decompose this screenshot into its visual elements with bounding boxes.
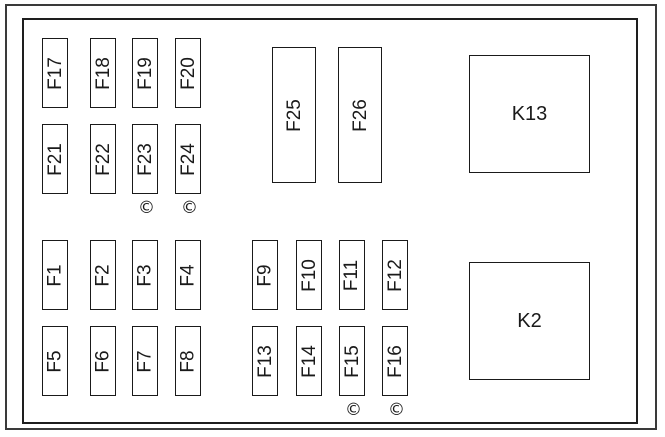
fuse-label: F26 [349, 98, 371, 132]
fuse-f23: F23 [132, 124, 158, 194]
fuse-label: F1 [44, 263, 66, 287]
fuse-f12: F12 [382, 240, 408, 310]
fuse-f10: F10 [296, 240, 322, 310]
fuse-label: F22 [92, 142, 114, 176]
fuse-f15: F15 [339, 326, 365, 396]
fuse-label: F21 [44, 142, 66, 176]
fuse-box-frame [5, 4, 657, 430]
fuse-label: F8 [177, 349, 199, 373]
fuse-label: F6 [92, 349, 114, 373]
fuse-f8: F8 [175, 326, 201, 396]
fuse-box-panel [22, 18, 638, 424]
fuse-f20: F20 [175, 38, 201, 108]
fuse-f5: F5 [42, 326, 68, 396]
fuse-f2: F2 [90, 240, 116, 310]
fuse-label: F15 [341, 344, 363, 378]
circle-c-mark-f16: © [388, 400, 405, 420]
fuse-f11: F11 [339, 240, 365, 310]
fuse-f16: F16 [382, 326, 408, 396]
fuse-label: F10 [298, 258, 320, 292]
fuse-f17: F17 [42, 38, 68, 108]
fuse-label: F4 [177, 263, 199, 287]
fuse-f19: F19 [132, 38, 158, 108]
fuse-f26: F26 [338, 47, 382, 183]
fuse-f24: F24 [175, 124, 201, 194]
circle-c-mark-f23: © [138, 198, 155, 218]
fuse-f7: F7 [132, 326, 158, 396]
fuse-label: F24 [177, 142, 199, 176]
fuse-f22: F22 [90, 124, 116, 194]
circle-c-mark-f24: © [181, 198, 198, 218]
fuse-f13: F13 [252, 326, 278, 396]
relay-k13: K13 [469, 55, 590, 173]
fuse-f14: F14 [296, 326, 322, 396]
fuse-label: F7 [134, 349, 156, 373]
fuse-label: F17 [44, 56, 66, 90]
fuse-label: F5 [44, 349, 66, 373]
fuse-f25: F25 [272, 47, 316, 183]
fuse-label: F18 [92, 56, 114, 90]
fuse-f1: F1 [42, 240, 68, 310]
fuse-label: F2 [92, 263, 114, 287]
relay-k2: K2 [469, 262, 590, 380]
fuse-f9: F9 [252, 240, 278, 310]
fuse-label: F3 [134, 263, 156, 287]
fuse-f4: F4 [175, 240, 201, 310]
fuse-label: F16 [384, 344, 406, 378]
fuse-label: F14 [298, 344, 320, 378]
fuse-f18: F18 [90, 38, 116, 108]
circle-c-mark-f15: © [345, 400, 362, 420]
fuse-label: F12 [384, 258, 406, 292]
relay-label: K13 [511, 102, 548, 125]
fuse-label: F13 [254, 344, 276, 378]
fuse-f6: F6 [90, 326, 116, 396]
relay-label: K2 [517, 309, 542, 332]
fuse-label: F9 [254, 263, 276, 287]
fuse-label: F11 [341, 259, 363, 291]
fuse-f3: F3 [132, 240, 158, 310]
fuse-label: F25 [283, 98, 305, 132]
fuse-label: F23 [134, 142, 156, 176]
fuse-label: F20 [177, 56, 199, 90]
fuse-f21: F21 [42, 124, 68, 194]
fuse-label: F19 [134, 56, 156, 90]
